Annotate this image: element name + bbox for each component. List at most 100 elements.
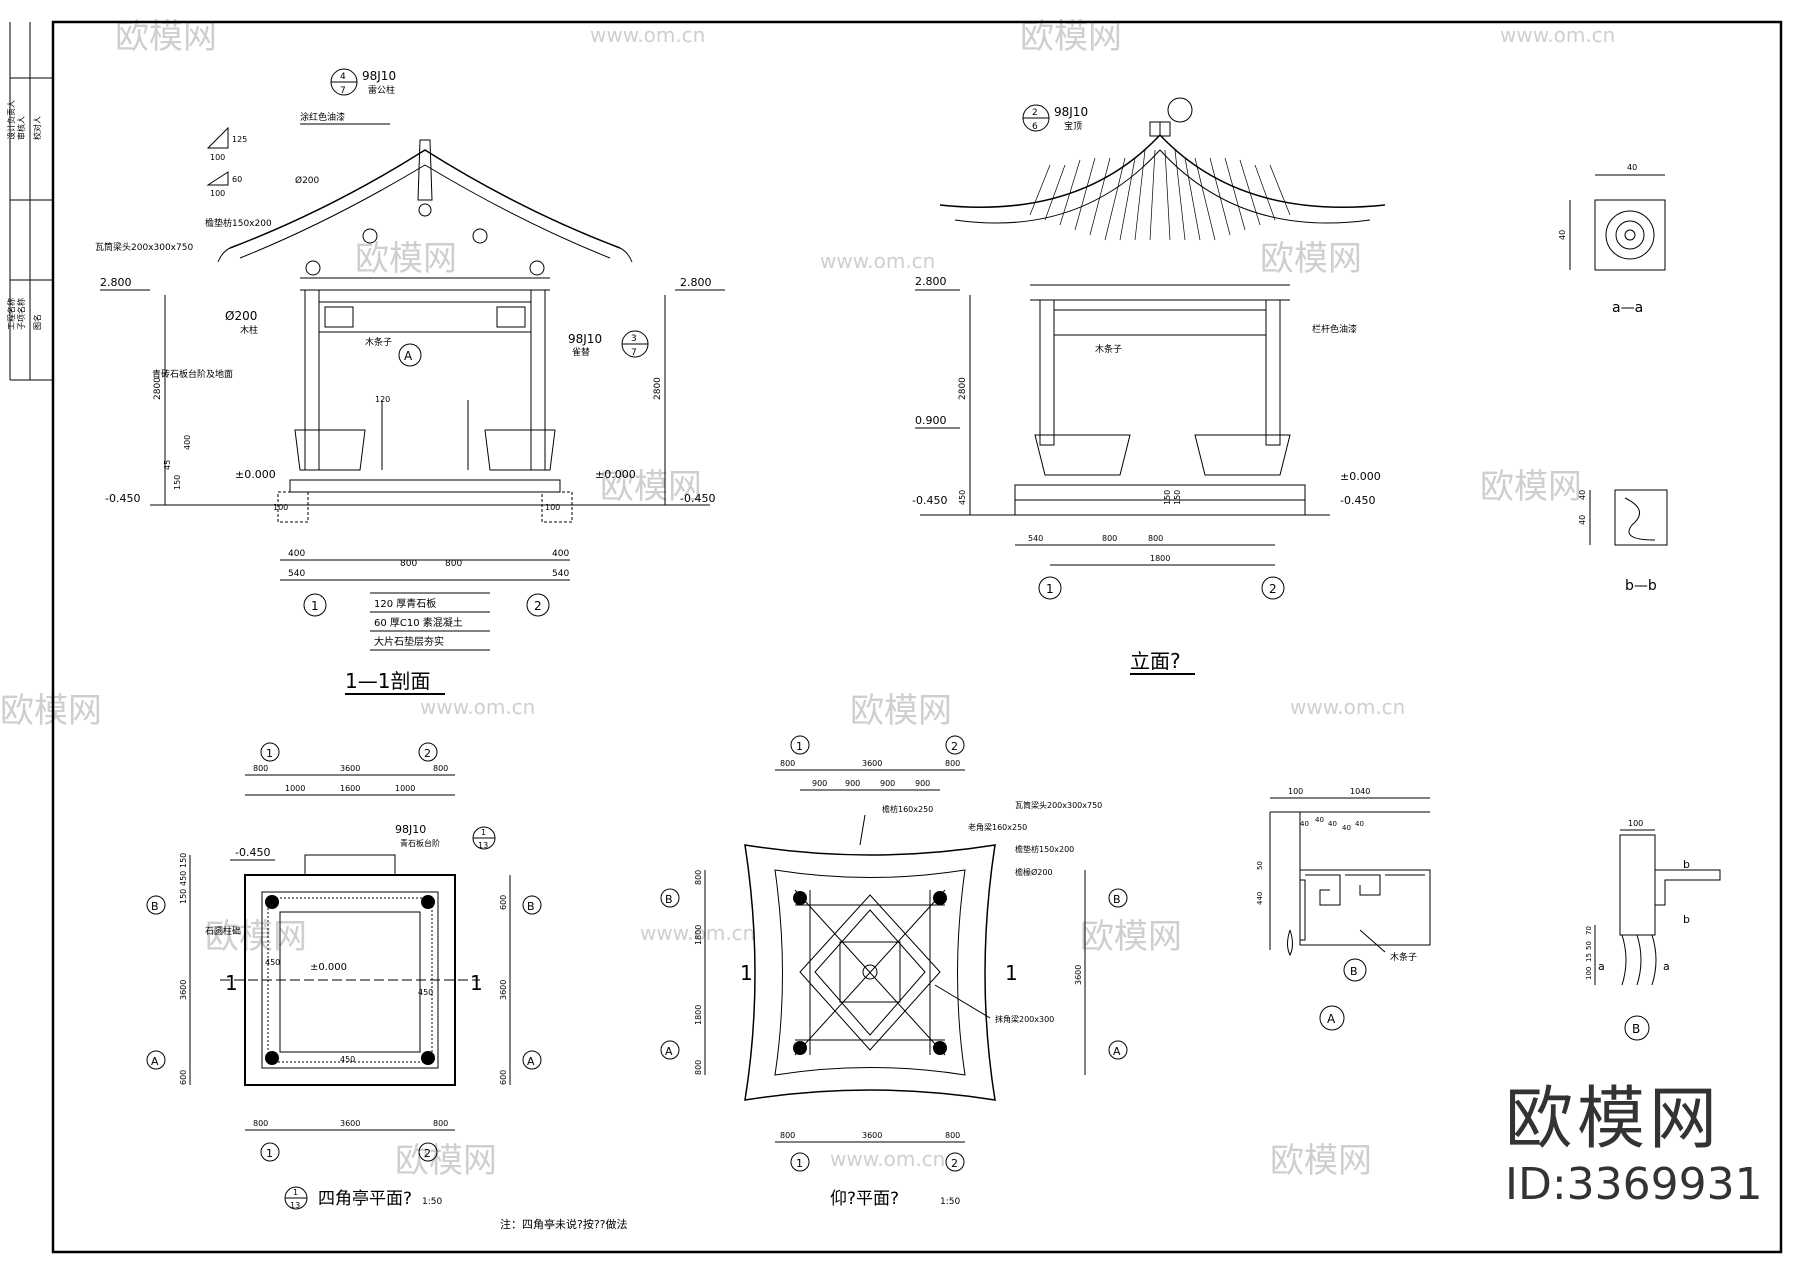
elevation-view: 2 6 98J10 宝顶 木条子 栏杆色油漆 2.800 0.900 -0.45… [912, 97, 1386, 675]
sec-level-2800-r: 2.800 [680, 276, 712, 289]
watermark-site: www.om.cn [830, 1147, 945, 1171]
ceil-axis-col-1-top: 1 [796, 740, 803, 753]
ceiling-plan-scale: 1:50 [940, 1197, 960, 1207]
plan-axis-col-2-top: 2 [424, 747, 431, 760]
plan-bot-800-b: 800 [433, 1119, 448, 1128]
plan-top-800-b: 800 [433, 764, 448, 773]
plan-right-600a: 600 [499, 895, 508, 910]
ceil-axis-row-a-l: A [665, 1045, 673, 1058]
elev-level-450-r: -0.450 [1340, 494, 1375, 507]
detail-b-label: B [1632, 1022, 1640, 1036]
ceil-note-1: 檐枋160x250 [882, 804, 933, 814]
aa-dim-left: 40 [1558, 230, 1567, 240]
detail-bb-view: 40 40 b—b [1578, 489, 1668, 594]
ceil-note-6: 抹角梁200x300 [995, 1014, 1054, 1024]
note-wood-column: 木柱 [240, 324, 258, 336]
sec-dim-2800-right: 2800 [653, 377, 663, 400]
watermark-site: www.om.cn [1500, 23, 1615, 47]
note-beam-head: 瓦筒梁头200x300x750 [95, 241, 193, 253]
tb-designer: 设计负责人 [6, 100, 16, 140]
watermark-brand: 欧模网 [1020, 17, 1122, 57]
detail-aa-view: 40 40 a—a [1558, 163, 1666, 316]
plan-top-1600: 1600 [340, 784, 360, 793]
sec-dim-2800-left: 2800 [153, 377, 163, 400]
plan-axis-row-b-r: B [527, 900, 535, 913]
plan-top-1000-a: 1000 [285, 784, 305, 793]
sec-callout-a: A [404, 349, 413, 363]
elev-dim-150-b: 150 [1173, 490, 1182, 505]
dA-dim-40d: 40 [1342, 824, 1351, 832]
elevation-title: 立面? [1130, 649, 1181, 673]
dB-cut-a-2: a [1663, 960, 1670, 973]
plan-axis-row-b-l: B [151, 900, 159, 913]
sec-dim-400-l: 400 [288, 549, 305, 559]
elev-dim-800-a: 800 [1102, 534, 1117, 543]
plan-scale: 1:50 [422, 1197, 442, 1207]
brand-name: 欧模网 [1505, 1080, 1722, 1159]
brand-id: ID:3369931 [1505, 1159, 1763, 1210]
ceil-axis-col-1-bot: 1 [796, 1157, 803, 1170]
dA-dim-40b: 40 [1315, 816, 1324, 824]
elev-note-paint: 栏杆色油漆 [1312, 323, 1357, 335]
elev-level-0: ±0.000 [1340, 470, 1381, 483]
note-dia-200-a: Ø200 [295, 175, 320, 186]
plan-left-150a: 150 [179, 853, 188, 868]
dA-dim-40c: 40 [1328, 820, 1337, 828]
slope-125: 125 [232, 135, 247, 144]
elev-ref-sub: 宝顶 [1064, 120, 1082, 132]
watermark-site: www.om.cn [640, 921, 755, 945]
ceil-top-900-d: 900 [915, 779, 930, 788]
ceil-note-2: 老角梁160x250 [968, 822, 1027, 832]
ref-circle-top-3: 3 [631, 334, 637, 344]
elev-note-wood-strip: 木条子 [1095, 343, 1122, 355]
note-stone-floor: 青砖石板台阶及地面 [152, 368, 233, 380]
ceil-top-900-c: 900 [880, 779, 895, 788]
plan-axis-col-1-bot: 1 [266, 1147, 273, 1160]
ceil-axis-col-2-bot: 2 [951, 1157, 958, 1170]
sec-dim-100-l: 100 [273, 503, 288, 512]
plan-note-plinth: 石圆柱础 [205, 925, 241, 937]
dA-dim-40a: 40 [1300, 820, 1309, 828]
elev-dim-540: 540 [1028, 534, 1043, 543]
dA-dim-100: 100 [1288, 787, 1303, 796]
elev-dim-450: 450 [958, 490, 967, 505]
sec-level-450-l: -0.450 [105, 492, 140, 505]
bb-dim-a: 40 [1578, 490, 1587, 500]
elev-dim-150-a: 150 [1163, 490, 1172, 505]
layer-3: 大片石垫层夯实 [374, 635, 444, 648]
plan-bot-3600: 3600 [340, 1119, 360, 1128]
dA-dim-50: 50 [1256, 861, 1264, 870]
aa-dim-top: 40 [1627, 163, 1637, 172]
ceil-axis-col-2-top: 2 [951, 740, 958, 753]
watermark-brand: 欧模网 [1260, 239, 1362, 279]
elev-axis-2: 2 [1269, 582, 1277, 596]
watermark-brand: 欧模网 [850, 691, 952, 731]
plan-section-mark-l: 1 [225, 971, 238, 995]
ceil-side-800-b: 800 [694, 1060, 703, 1075]
sec-dim-45: 45 [163, 460, 172, 470]
sec-level-0-l: ±0.000 [235, 468, 276, 481]
dA-note: 木条子 [1390, 951, 1417, 963]
watermark-brand: 欧模网 [600, 467, 702, 507]
slope-100-a: 100 [210, 153, 225, 162]
watermark-brand: 欧模网 [1080, 917, 1182, 957]
dA-dim-1040: 1040 [1350, 787, 1370, 796]
sec-level-450-r: -0.450 [680, 492, 715, 505]
dA-sub: B [1350, 965, 1358, 978]
plan-title: 四角亭平面? [318, 1189, 412, 1209]
plan-title-circle-bot: 13 [290, 1201, 300, 1210]
ref-sub-lei-gong: 雷公柱 [368, 84, 395, 96]
plan-note-level-450: -0.450 [235, 846, 270, 859]
elev-axis-1: 1 [1046, 582, 1054, 596]
plan-inner-450-c: 450 [340, 1055, 355, 1064]
plan-top-3600: 3600 [340, 764, 360, 773]
watermark-brand: 欧模网 [0, 691, 102, 731]
plan-inner-450-b: 450 [418, 988, 433, 997]
dA-dim-40e: 40 [1355, 820, 1364, 828]
ceil-side-1800-a: 1800 [694, 925, 703, 945]
plan-left-3600: 3600 [179, 980, 188, 1000]
elev-level-2800: 2.800 [915, 275, 947, 288]
plan-left-600: 600 [179, 1070, 188, 1085]
